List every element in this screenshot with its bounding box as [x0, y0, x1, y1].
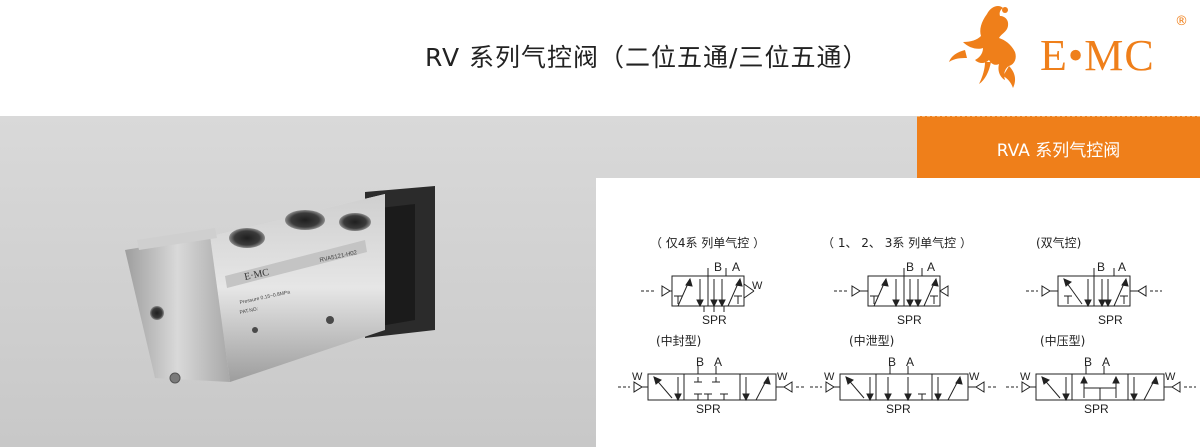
registered-mark: ® — [1175, 14, 1188, 29]
port-label-b: B — [888, 355, 896, 369]
pneumatic-valve-photo: E·MC RVA5121-H02 Pressure 0.15~0.8MPa PA… — [125, 186, 435, 384]
header: RV 系列气控阀（二位五通/三位五通） E•MC ® — [0, 0, 1200, 116]
port-label-b: B — [696, 355, 704, 369]
port-label-w: W — [824, 371, 835, 383]
port-label-w: W — [632, 371, 643, 383]
port-label-spr: SPR — [696, 402, 721, 416]
symbol-diagram-panel: （ 仅4系 列单气控 ） （ 1、 2、 3系 列单气控 ） (双气控) (中封… — [596, 178, 1200, 447]
body-marking: E·MC — [243, 267, 270, 283]
port-label-a: A — [1102, 355, 1110, 369]
valve-symbol-single-pilot-123 — [834, 268, 949, 308]
port-label-spr: SPR — [897, 313, 922, 327]
caption-single-pilot-4: （ 仅4系 列单气控 ） — [650, 236, 766, 250]
valve-symbol-exhaust-center — [810, 366, 998, 402]
caption-double-pilot: (双气控) — [1036, 236, 1082, 250]
caption-single-pilot-123: （ 1、 2、 3系 列单气控 ） — [822, 236, 972, 250]
caption-exhaust-center: (中泄型) — [849, 334, 895, 348]
port-label-spr: SPR — [886, 402, 911, 416]
plate-patent: PAT.NO: — [239, 306, 259, 316]
port-label-spr: SPR — [1098, 313, 1123, 327]
section-tab: RVA 系列气控阀 — [917, 116, 1200, 178]
port-label-b: B — [1097, 260, 1105, 274]
port-label-a: A — [906, 355, 914, 369]
port-label-w: W — [777, 371, 788, 383]
page-title: RV 系列气控阀（二位五通/三位五通） — [425, 43, 869, 72]
caption-pressure-center: (中压型) — [1040, 334, 1086, 348]
port-label-spr: SPR — [702, 313, 727, 327]
valve-symbol-double-pilot — [1026, 268, 1162, 308]
valve-symbols: B A SPR W B A SPR — [618, 260, 1196, 416]
caption-closed-center: (中封型) — [656, 334, 702, 348]
logo-text: E•MC — [1040, 31, 1155, 80]
port-label-w: W — [969, 371, 980, 383]
port-label-b: B — [906, 260, 914, 274]
port-label-spr: SPR — [1084, 402, 1109, 416]
valve-symbol-pressure-center — [1006, 366, 1196, 402]
port-label-w: W — [752, 280, 763, 292]
port-label-b: B — [1084, 355, 1092, 369]
valve-symbol-closed-center — [618, 366, 806, 402]
port-label-w: W — [1165, 371, 1176, 383]
valve-symbol-single-pilot-4 — [641, 268, 755, 312]
port-label-a: A — [714, 355, 722, 369]
port-label-a: A — [927, 260, 935, 274]
port-label-b: B — [714, 260, 722, 274]
port-label-w: W — [1020, 371, 1031, 383]
port-label-a: A — [732, 260, 740, 274]
port-label-a: A — [1118, 260, 1126, 274]
section-tab-label: RVA 系列气控阀 — [996, 141, 1121, 161]
horse-rider-logo-icon — [949, 6, 1016, 88]
